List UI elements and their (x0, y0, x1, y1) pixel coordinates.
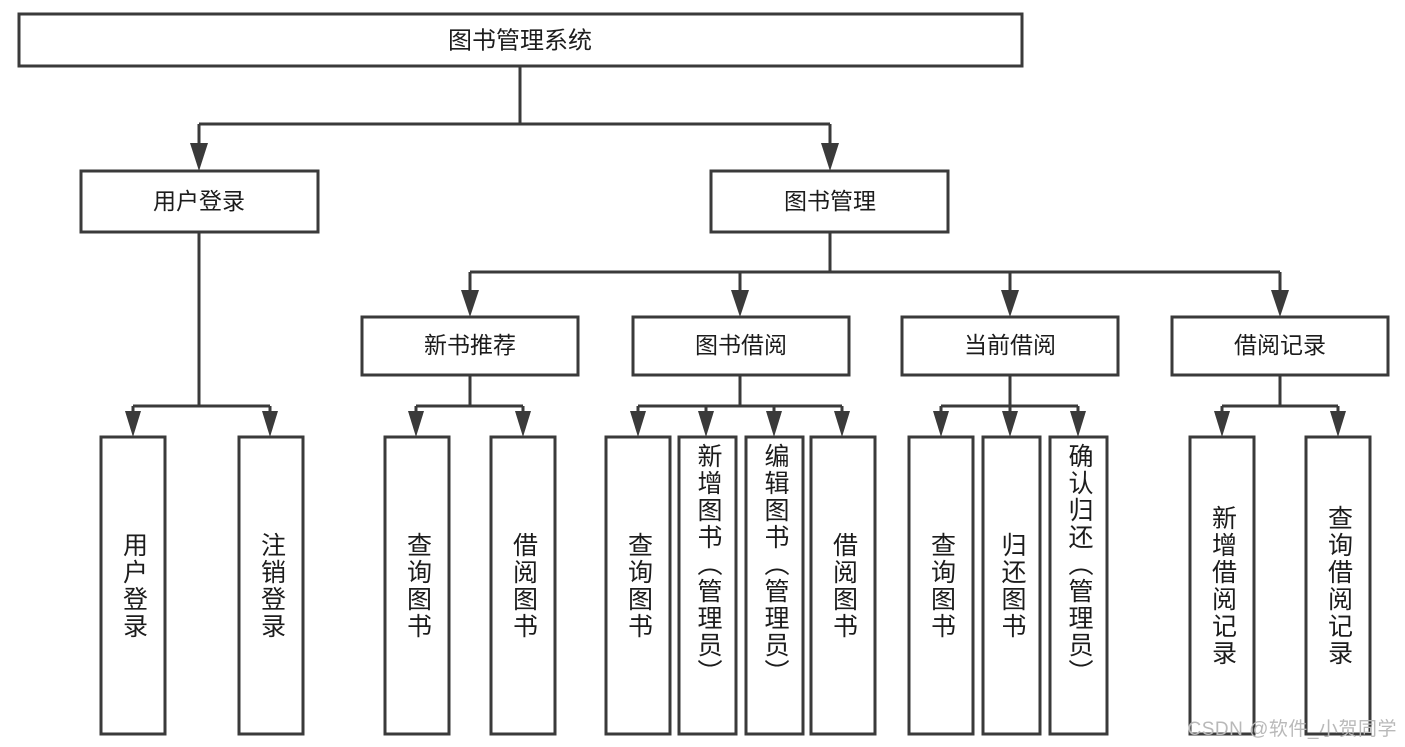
arrow-leaf-borrow-book-2 (834, 411, 850, 437)
leaf-boxes-group (99, 435, 1372, 736)
node-leaf-user-login-box[interactable] (99, 435, 167, 736)
node-leaf-query-record-box[interactable] (1304, 435, 1372, 736)
node-borrow-record-label: 借阅记录 (1234, 332, 1326, 358)
arrow-leaf-query-book-2 (630, 411, 646, 437)
node-leaf-return-book-box[interactable] (981, 435, 1042, 736)
connectors-group (125, 66, 1346, 437)
node-book-borrow-label: 图书借阅 (695, 332, 787, 358)
node-borrow-record[interactable]: 借阅记录 (1170, 315, 1390, 377)
arrow-leaf-query-book-1 (408, 411, 424, 437)
node-book-borrow[interactable]: 图书借阅 (631, 315, 851, 377)
node-current-borrow[interactable]: 当前借阅 (900, 315, 1120, 377)
node-root-system-box (17, 12, 1024, 68)
arrow-book-borrow (731, 290, 749, 317)
node-new-book-recommend-label: 新书推荐 (424, 332, 516, 358)
arrow-leaf-user-login (125, 411, 141, 437)
node-root-system[interactable]: 图书管理系统 (17, 12, 1024, 68)
csdn-watermark: CSDN @软件_小贺同学 (1187, 719, 1397, 740)
arrow-current-borrow (1001, 290, 1019, 317)
arrow-leaf-edit-book (766, 411, 782, 437)
node-leaf-add-record-box[interactable] (1188, 435, 1256, 736)
node-leaf-query-book-3-box[interactable] (907, 435, 975, 736)
arrow-leaf-confirm-return (1070, 411, 1086, 437)
arrow-user-login (190, 143, 208, 171)
arrow-leaf-borrow-book-1 (515, 411, 531, 437)
node-current-borrow-label: 当前借阅 (964, 332, 1056, 358)
node-user-login-box (79, 169, 320, 234)
arrow-leaf-logout-login (262, 411, 278, 437)
node-user-login[interactable]: 用户登录 (79, 169, 320, 234)
node-leaf-query-book-1-box[interactable] (383, 435, 451, 736)
node-book-borrow-box (631, 315, 851, 377)
arrow-leaf-add-book (698, 411, 714, 437)
node-leaf-edit-book-box[interactable] (744, 435, 805, 736)
node-new-book-recommend-box (360, 315, 580, 377)
node-current-borrow-box (900, 315, 1120, 377)
node-book-management-label: 图书管理 (784, 188, 876, 214)
node-leaf-query-book-2-box[interactable] (604, 435, 672, 736)
node-book-management[interactable]: 图书管理 (709, 169, 950, 234)
node-leaf-borrow-book-2-box[interactable] (809, 435, 877, 736)
node-leaf-borrow-book-1-box[interactable] (489, 435, 557, 736)
arrow-leaf-add-record (1214, 411, 1230, 437)
node-book-management-box (709, 169, 950, 234)
node-leaf-add-book-box[interactable] (677, 435, 738, 736)
arrow-leaf-return-book (1002, 411, 1018, 437)
node-new-book-recommend[interactable]: 新书推荐 (360, 315, 580, 377)
node-leaf-logout-login-box[interactable] (237, 435, 305, 736)
node-root-system-label: 图书管理系统 (448, 27, 592, 54)
arrow-book-management (821, 143, 839, 171)
arrow-borrow-record (1271, 290, 1289, 317)
node-borrow-record-box (1170, 315, 1390, 377)
arrow-leaf-query-book-3 (933, 411, 949, 437)
node-leaf-confirm-return-box[interactable] (1048, 435, 1109, 736)
node-user-login-label: 用户登录 (153, 188, 245, 214)
arrow-leaf-query-record (1330, 411, 1346, 437)
arrow-new-book-recommend (461, 290, 479, 317)
